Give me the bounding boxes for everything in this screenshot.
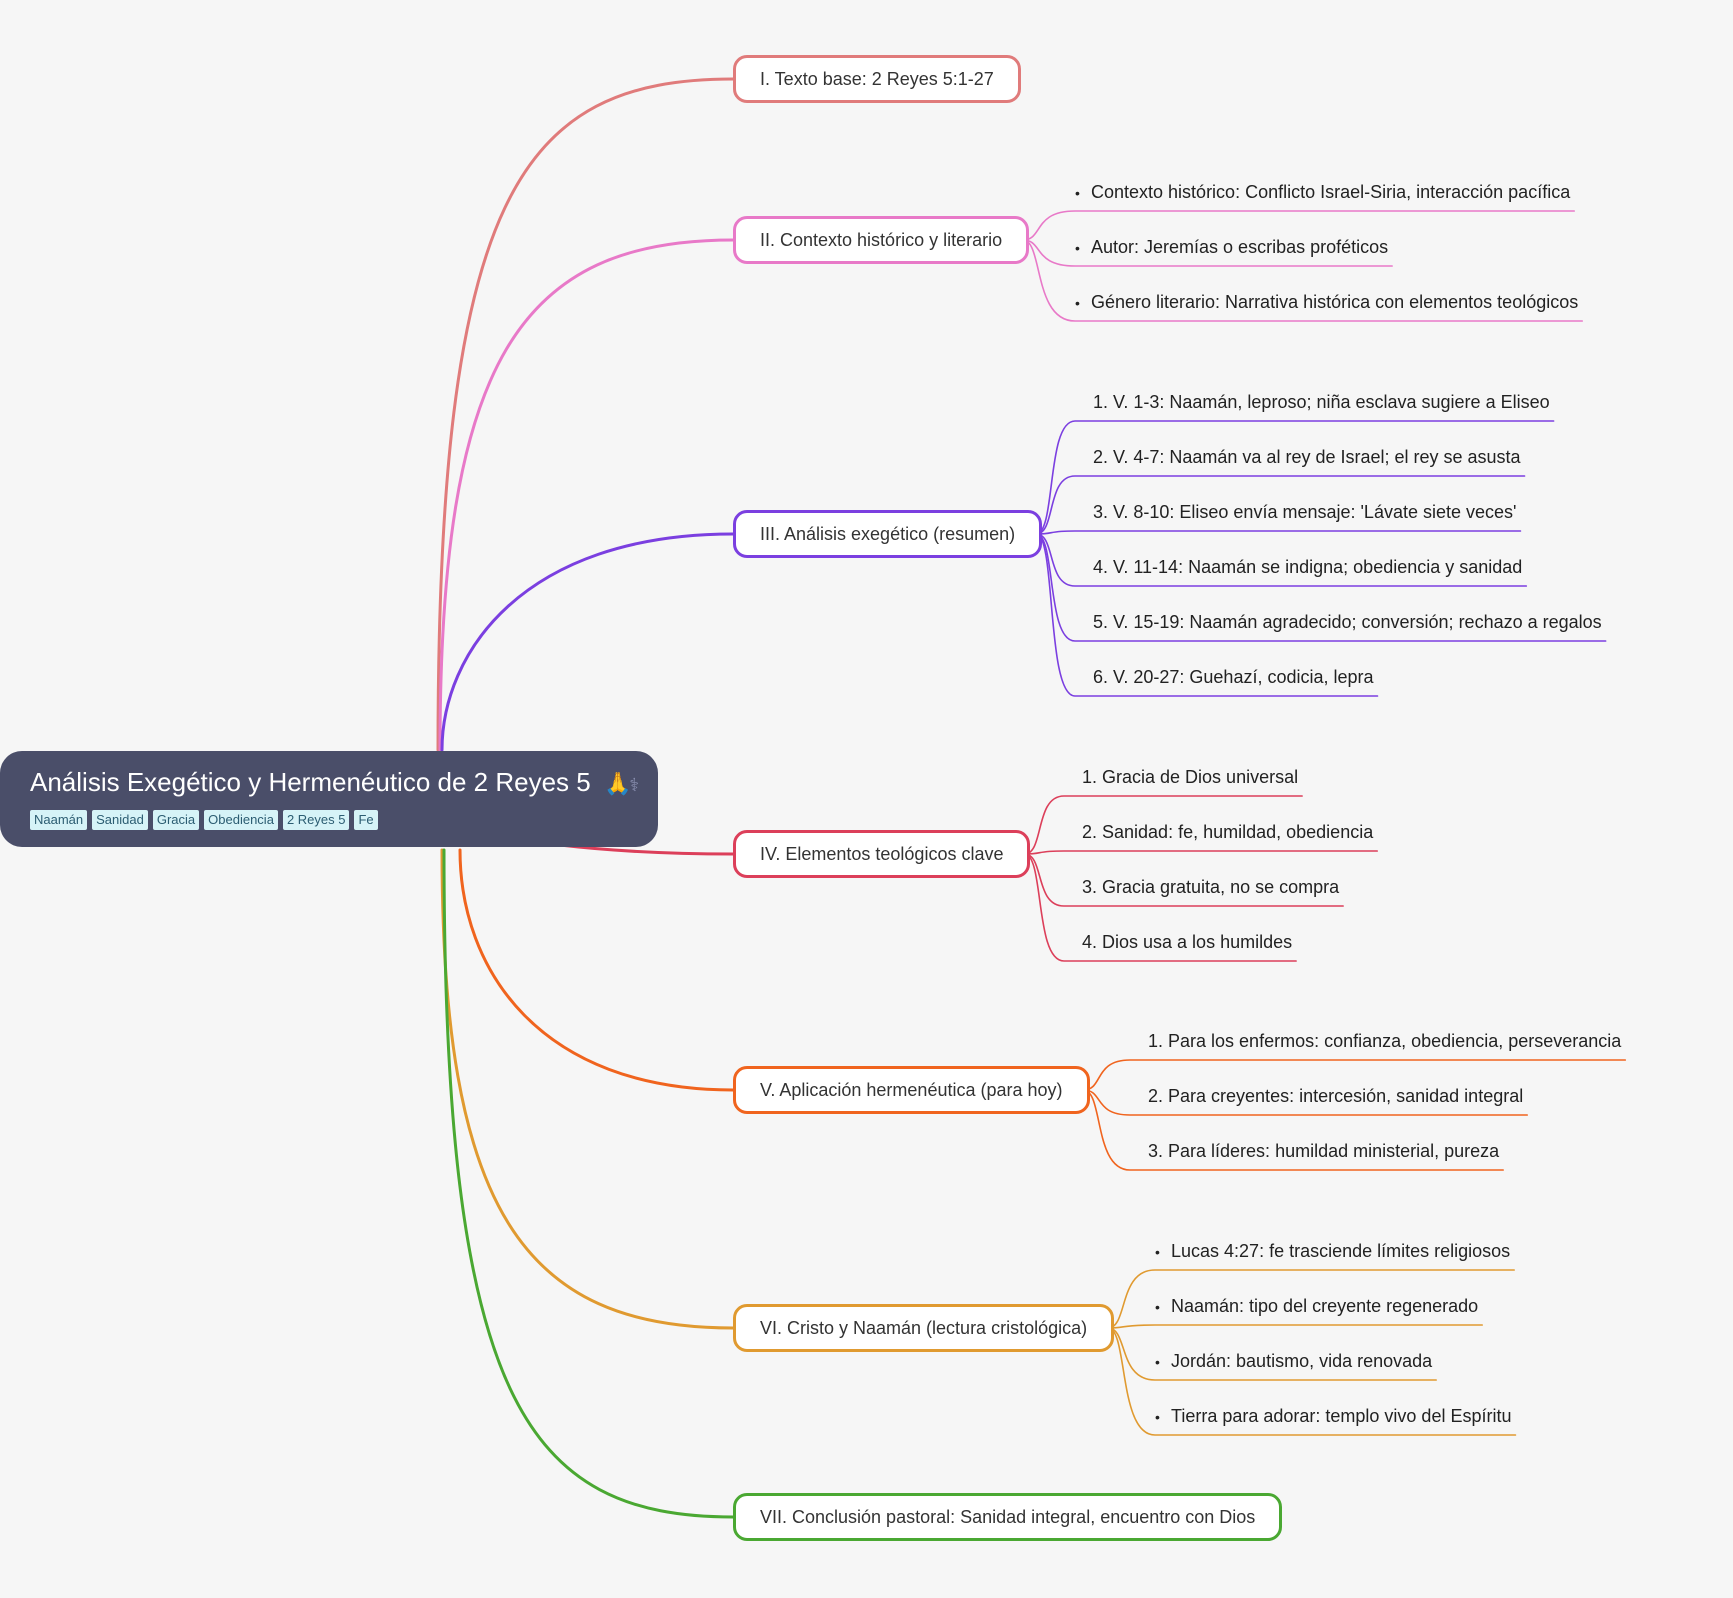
leaf-text: Jordán: bautismo, vida renovada — [1171, 1351, 1433, 1371]
leaf-text: 1. Para los enfermos: confianza, obedien… — [1148, 1031, 1622, 1051]
leaf-node[interactable]: 3. V. 8-10: Eliseo envía mensaje: 'Lávat… — [1093, 500, 1516, 524]
leaf-node[interactable]: • Contexto histórico: Conflicto Israel-Si… — [1075, 180, 1570, 205]
tag[interactable]: Sanidad — [92, 810, 148, 830]
bullet-icon: • — [1075, 185, 1080, 201]
medical-symbol-icon: ⚕ — [629, 775, 640, 795]
leaf-node[interactable]: 3. Para líderes: humildad ministerial, p… — [1148, 1139, 1499, 1163]
leaf-node[interactable]: 1. Para los enfermos: confianza, obedien… — [1148, 1029, 1621, 1053]
bullet-icon: • — [1075, 295, 1080, 311]
root-title-text: Análisis Exegético y Hermenéutico de 2 R… — [30, 767, 591, 797]
leaf-connector — [1107, 1327, 1517, 1436]
leaf-connector — [1035, 530, 1522, 535]
root-node[interactable]: Análisis Exegético y Hermenéutico de 2 R… — [0, 751, 658, 847]
branch-node[interactable]: II. Contexto histórico y literario — [733, 216, 1030, 264]
leaf-text: 2. Para creyentes: intercesión, sanidad … — [1148, 1086, 1524, 1106]
leaf-text: Naamán: tipo del creyente regenerado — [1171, 1296, 1479, 1316]
leaf-node[interactable]: 6. V. 20-27: Guehazí, codicia, lepra — [1093, 665, 1374, 689]
leaf-node[interactable]: 1. Gracia de Dios universal — [1082, 765, 1298, 789]
bullet-icon: • — [1155, 1299, 1160, 1315]
leaf-text: 2. V. 4-7: Naamán va al rey de Israel; e… — [1093, 447, 1521, 467]
leaf-connector — [1035, 533, 1379, 697]
praying-hands-icon: 🙏 — [603, 771, 632, 796]
tag[interactable]: Fe — [354, 810, 378, 830]
leaf-connector — [1035, 533, 1607, 642]
leaf-node[interactable]: 2. V. 4-7: Naamán va al rey de Israel; e… — [1093, 445, 1521, 469]
leaf-node[interactable]: 5. V. 15-19: Naamán agradecido; conversi… — [1093, 610, 1602, 634]
bullet-icon: • — [1155, 1409, 1160, 1425]
leaf-text: Género literario: Narrativa histórica co… — [1091, 292, 1579, 312]
branch-node[interactable]: VI. Cristo y Naamán (lectura cristológic… — [733, 1304, 1115, 1352]
leaf-text: 2. Sanidad: fe, humildad, obediencia — [1082, 822, 1374, 842]
branch-node[interactable]: VII. Conclusión pastoral: Sanidad integr… — [733, 1493, 1283, 1541]
branch-connector — [438, 238, 735, 752]
tag[interactable]: Gracia — [152, 810, 200, 830]
leaf-connector — [1107, 1324, 1483, 1329]
leaf-node[interactable]: • Lucas 4:27: fe trasciende límites relig… — [1155, 1239, 1510, 1264]
leaf-node[interactable]: • Tierra para adorar: templo vivo del Esp… — [1155, 1404, 1511, 1429]
leaf-node[interactable]: • Género literario: Narrativa histórica c… — [1075, 290, 1578, 315]
leaf-text: 3. Para líderes: humildad ministerial, p… — [1148, 1141, 1500, 1161]
leaf-node[interactable]: 2. Para creyentes: intercesión, sanidad … — [1148, 1084, 1523, 1108]
leaf-node[interactable]: 4. V. 11-14: Naamán se indigna; obedienc… — [1093, 555, 1522, 579]
bullet-icon: • — [1155, 1354, 1160, 1370]
leaf-connector — [1023, 795, 1303, 855]
branch-node[interactable]: III. Análisis exegético (resumen) — [733, 510, 1043, 558]
leaf-text: 1. V. 1-3: Naamán, leproso; niña esclava… — [1093, 392, 1550, 412]
leaf-connector — [1107, 1327, 1437, 1381]
leaf-connector — [1035, 475, 1526, 535]
leaf-text: 1. Gracia de Dios universal — [1082, 767, 1299, 787]
branch-connector — [558, 843, 735, 856]
leaf-connector — [1035, 420, 1555, 535]
branch-node[interactable]: IV. Elementos teológicos clave — [733, 830, 1031, 878]
leaf-node[interactable]: 4. Dios usa a los humildes — [1082, 930, 1292, 954]
tag[interactable]: 2 Reyes 5 — [282, 810, 350, 830]
leaf-node[interactable]: • Naamán: tipo del creyente regenerado — [1155, 1294, 1478, 1319]
branch-node[interactable]: I. Texto base: 2 Reyes 5:1-27 — [733, 55, 1021, 103]
leaf-node[interactable]: • Autor: Jeremías o escribas proféticos — [1075, 235, 1388, 260]
leaf-connector — [1082, 1089, 1504, 1171]
branch-node[interactable]: V. Aplicación hermenéutica (para hoy) — [733, 1066, 1090, 1114]
leaf-text: 4. Dios usa a los humildes — [1082, 932, 1293, 952]
leaf-text: Autor: Jeremías o escribas proféticos — [1091, 237, 1389, 257]
leaf-node[interactable]: 3. Gracia gratuita, no se compra — [1082, 875, 1339, 899]
leaf-text: 4. V. 11-14: Naamán se indigna; obedienc… — [1093, 557, 1523, 577]
bullet-icon: • — [1075, 240, 1080, 256]
leaf-connector — [1023, 853, 1344, 907]
leaf-text: 3. V. 8-10: Eliseo envía mensaje: 'Lávat… — [1093, 502, 1517, 522]
branch-connector — [440, 532, 735, 752]
leaf-node[interactable]: • Jordán: bautismo, vida renovada — [1155, 1349, 1432, 1374]
root-title: Análisis Exegético y Hermenéutico de 2 R… — [30, 765, 658, 802]
leaf-connector — [1023, 850, 1379, 855]
branch-connector — [436, 77, 735, 752]
leaf-connector — [1035, 533, 1528, 587]
leaf-node[interactable]: 1. V. 1-3: Naamán, leproso; niña esclava… — [1093, 390, 1550, 414]
branch-connector — [458, 848, 735, 1092]
branch-connector — [442, 848, 735, 1519]
leaf-node[interactable]: 2. Sanidad: fe, humildad, obediencia — [1082, 820, 1373, 844]
leaf-connector — [1023, 853, 1297, 962]
leaf-text: 6. V. 20-27: Guehazí, codicia, lepra — [1093, 667, 1374, 687]
leaf-text: Lucas 4:27: fe trasciende límites religi… — [1171, 1241, 1511, 1261]
leaf-text: Contexto histórico: Conflicto Israel-Sir… — [1091, 182, 1571, 202]
tag[interactable]: Naamán — [30, 810, 88, 830]
leaf-text: Tierra para adorar: templo vivo del Espí… — [1171, 1406, 1512, 1426]
leaf-connector — [1022, 239, 1584, 322]
tag[interactable]: Obediencia — [204, 810, 278, 830]
leaf-connector — [1107, 1269, 1515, 1329]
bullet-icon: • — [1155, 1244, 1160, 1260]
leaf-text: 3. Gracia gratuita, no se compra — [1082, 877, 1340, 897]
leaf-text: 5. V. 15-19: Naamán agradecido; conversi… — [1093, 612, 1602, 632]
